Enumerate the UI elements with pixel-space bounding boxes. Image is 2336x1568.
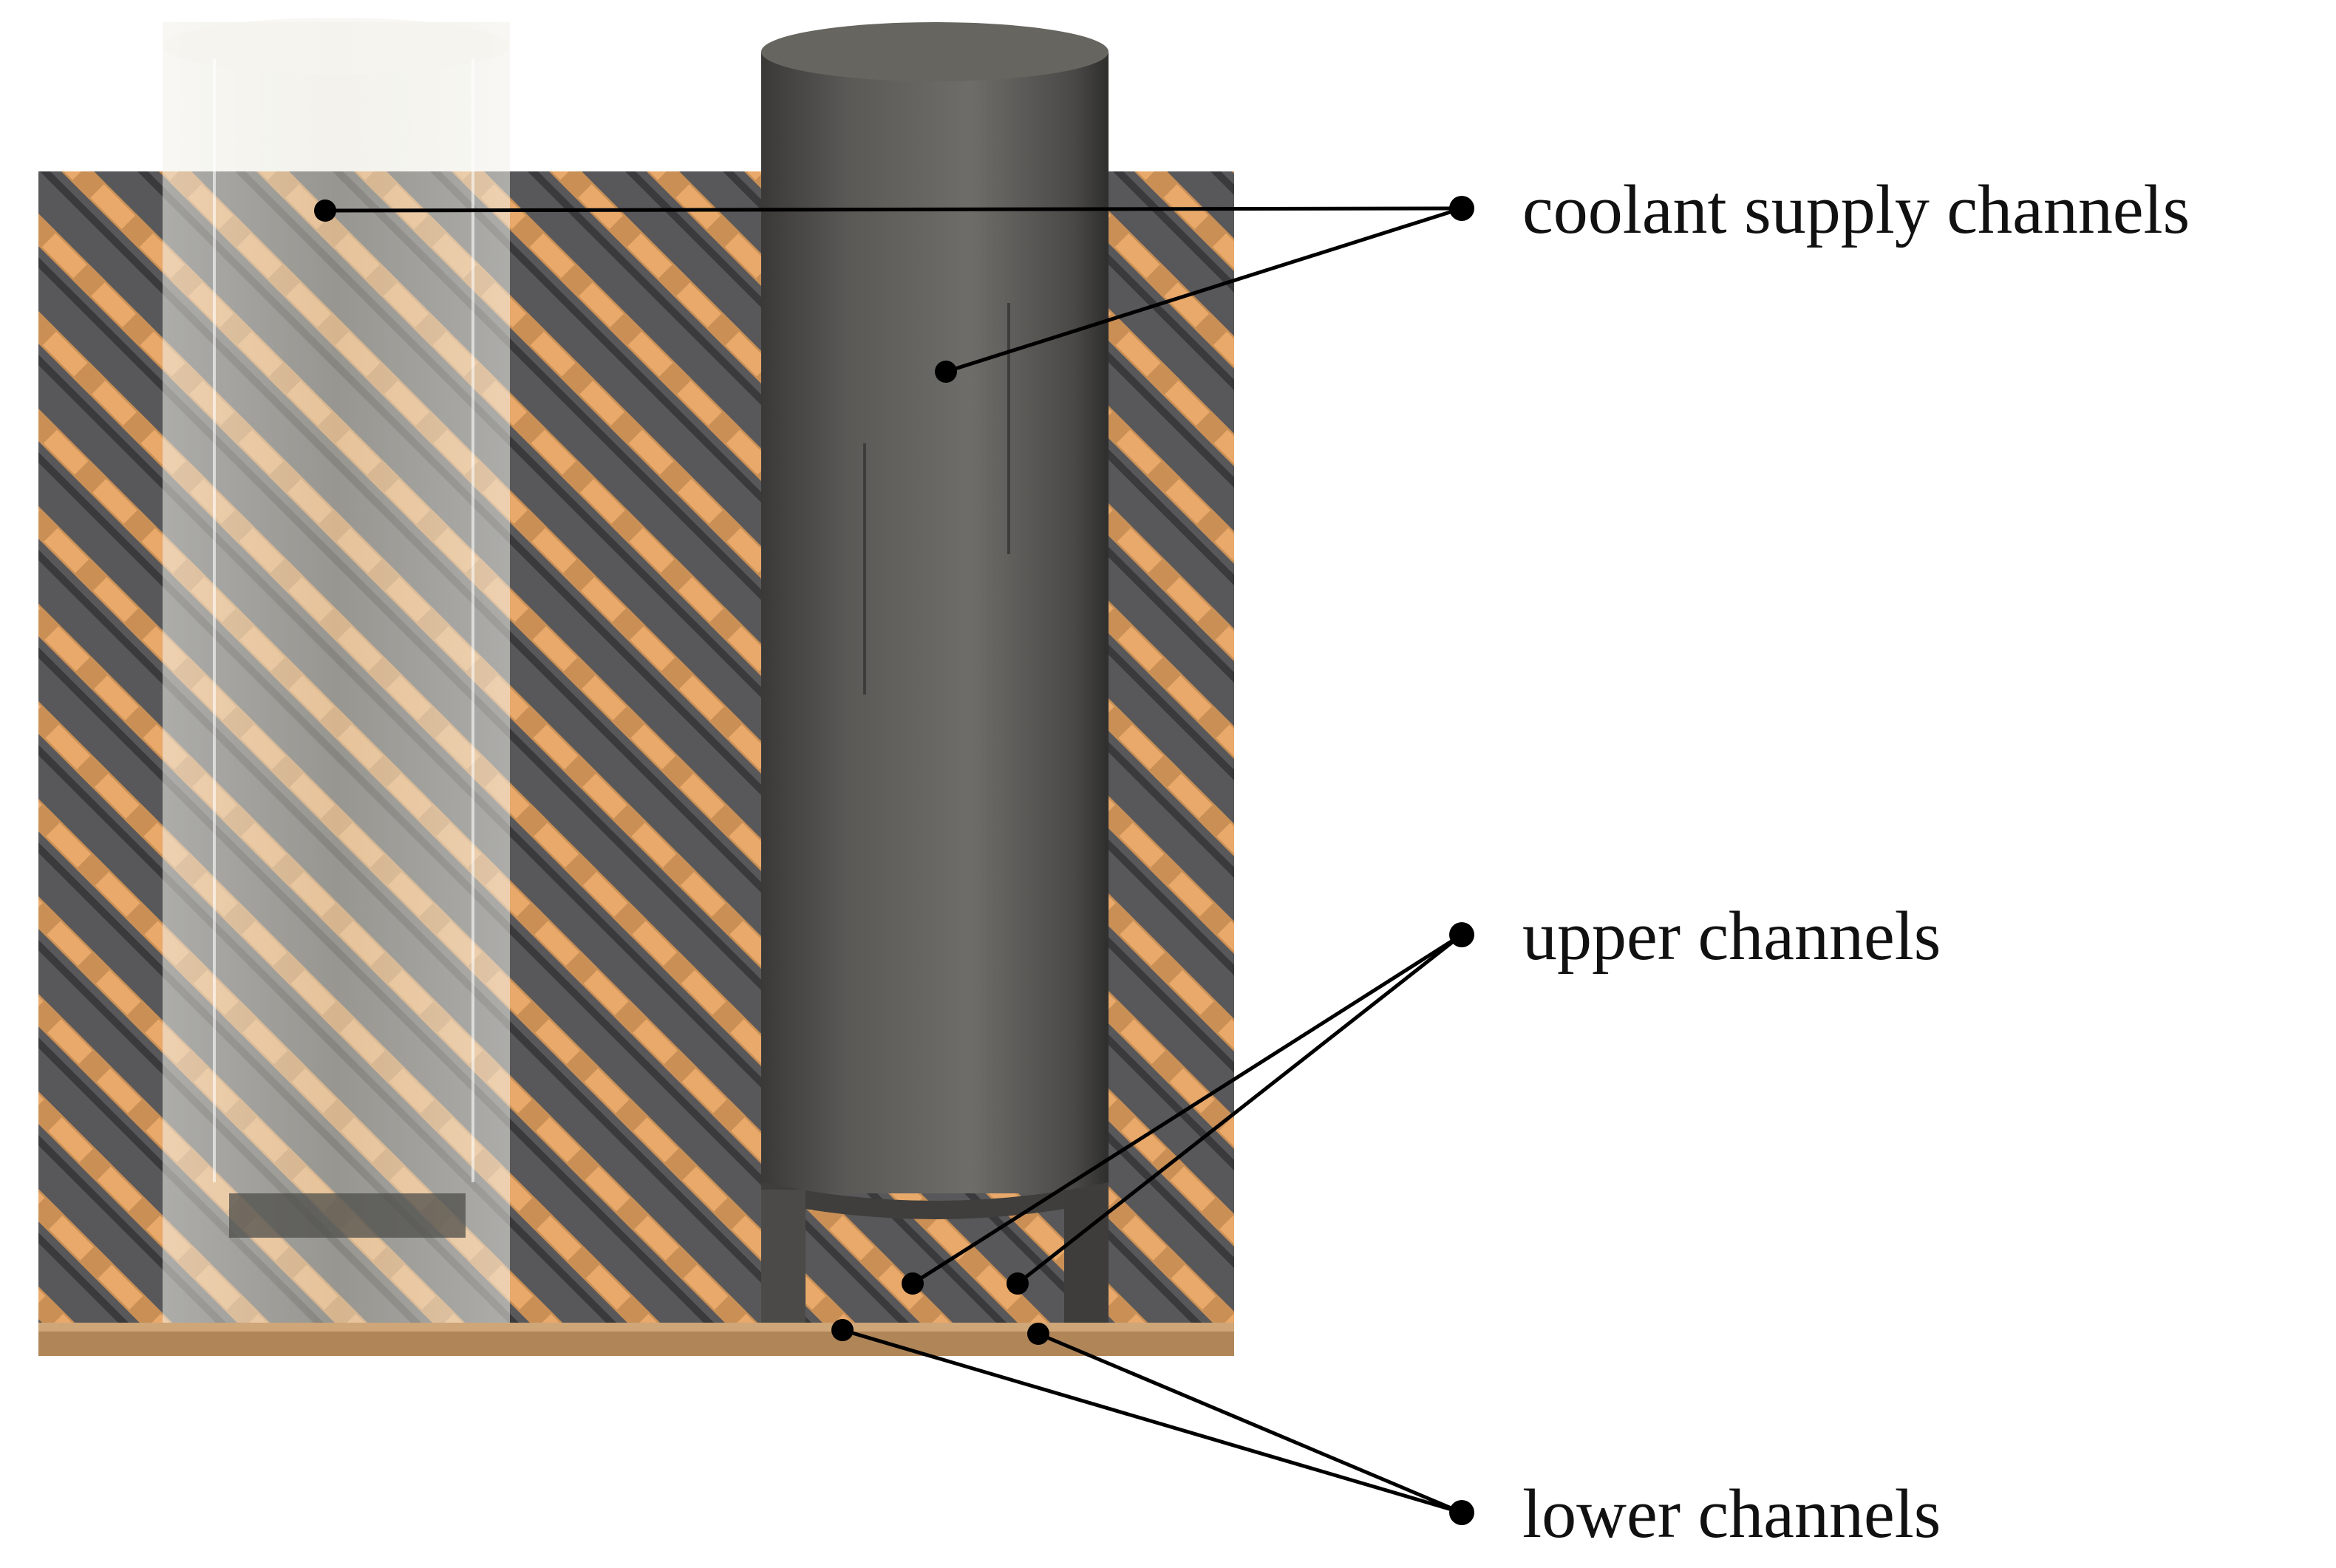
copper-bar: [1609, 142, 2336, 1385]
dark-bar-shadow: [2162, 142, 2336, 1385]
dark-bar-shadow: [527, 171, 1234, 879]
copper-bar: [1901, 142, 2336, 1385]
dark-bar-shadow: [1112, 171, 1234, 293]
dark-bar: [38, 1026, 368, 1356]
copper-bar: [551, 171, 1234, 854]
dark-bar: [1755, 142, 2336, 1385]
dark-bar-shadow: [1966, 142, 2336, 1385]
dot-upper-label: [1449, 922, 1474, 947]
base-plate: [38, 1330, 1234, 1356]
copper-bar: [1316, 142, 2336, 1385]
leader-upper-1: [911, 933, 1463, 1286]
dark-bar: [972, 171, 1234, 434]
base-plate-top-edge: [38, 1323, 1234, 1332]
leader-upper-2: [1016, 933, 1463, 1285]
dark-bar-shadow: [38, 1134, 260, 1356]
copper-bar: [1039, 171, 1234, 367]
dark-bar-shadow: [2259, 142, 2336, 1385]
copper-bar: [454, 171, 1234, 952]
copper-bar: [1804, 142, 2336, 1385]
copper-bar: [1219, 142, 2336, 1385]
dark-bar-shadow: [1210, 171, 1234, 196]
dark-bar-shadow: [1284, 142, 2336, 1385]
dark-bar: [1560, 142, 2336, 1385]
label-coolant-supply-channels: coolant supply channels: [1522, 171, 2190, 248]
dark-bar: [2048, 142, 2336, 1385]
solid-cylinder-body: [761, 52, 1109, 1193]
leader-dots: [314, 196, 1474, 1525]
dark-bar: [1167, 171, 1234, 239]
transparent-supply-channel: [163, 18, 510, 1323]
dark-bar-shadow: [1674, 142, 2336, 1385]
dark-bar-shadow: [1381, 142, 2336, 1385]
solid-cylinder-top: [761, 22, 1109, 81]
copper-bar: [1706, 142, 2336, 1385]
dark-bar: [38, 1124, 270, 1356]
dark-bar: [1950, 142, 2336, 1385]
dot-lower-2: [1027, 1323, 1049, 1345]
leader-lines: [324, 206, 1463, 1515]
dot-lower-label: [1449, 1500, 1474, 1525]
copper-bar: [356, 171, 1234, 1049]
copper-bar: [38, 1094, 301, 1356]
dark-bar-shadow: [38, 647, 748, 1356]
copper-bar: [1414, 142, 2336, 1385]
cylinder-leg-right: [1064, 1190, 1109, 1323]
dark-bar: [1658, 142, 2336, 1385]
dark-bar-shadow: [1771, 142, 2336, 1385]
glass-cylinder-body: [163, 22, 510, 1323]
dark-bar-shadow: [1479, 142, 2336, 1385]
dark-bar-shadow: [1015, 171, 1234, 391]
dark-bar-shadow: [1576, 142, 2336, 1385]
dot-upper-2: [1007, 1272, 1029, 1295]
dark-bar: [484, 171, 1234, 921]
copper-bar: [941, 171, 1234, 464]
copper-bar: [2194, 142, 2336, 1385]
dot-upper-1: [902, 1272, 924, 1295]
dark-bar: [1365, 142, 2336, 1385]
dot-coolant-label: [1449, 196, 1474, 221]
dot-coolant-2: [935, 361, 957, 383]
copper-bar: [38, 606, 789, 1356]
opaque-supply-channel: [761, 22, 1109, 1323]
dark-bar: [2145, 142, 2336, 1385]
cylinder-leg-left: [761, 1190, 806, 1323]
glass-cylinder-top: [163, 18, 510, 74]
copper-bar: [1511, 142, 2336, 1385]
leader-lower-1: [842, 1328, 1462, 1515]
copper-bar: [2292, 142, 2336, 1385]
copper-bar: [0, 142, 24, 1385]
label-upper-channels: upper channels: [1522, 898, 1941, 975]
dark-bar: [1069, 171, 1234, 336]
copper-bar: [2097, 142, 2336, 1385]
dark-bar-shadow: [1869, 142, 2336, 1385]
leader-lower-2: [1038, 1332, 1462, 1515]
glass-channel-floor: [229, 1193, 466, 1238]
label-lower-channels: lower channels: [1522, 1476, 1941, 1552]
dot-coolant-1: [314, 200, 336, 222]
dark-bar: [2243, 142, 2336, 1385]
solid-cylinder-bottom-rim: [761, 1182, 1109, 1219]
dark-bar: [1267, 142, 2336, 1385]
dark-bar: [1853, 142, 2336, 1385]
leader-coolant-2: [945, 206, 1462, 374]
copper-bar: [1137, 171, 1234, 269]
dark-bar: [1462, 142, 2336, 1385]
dark-bar-shadow: [2064, 142, 2336, 1385]
copper-bar: [1999, 142, 2336, 1385]
dot-lower-1: [831, 1319, 854, 1341]
leader-coolant-1: [324, 206, 1462, 213]
dark-bar: [38, 636, 758, 1356]
copper-bar: [38, 508, 886, 1356]
